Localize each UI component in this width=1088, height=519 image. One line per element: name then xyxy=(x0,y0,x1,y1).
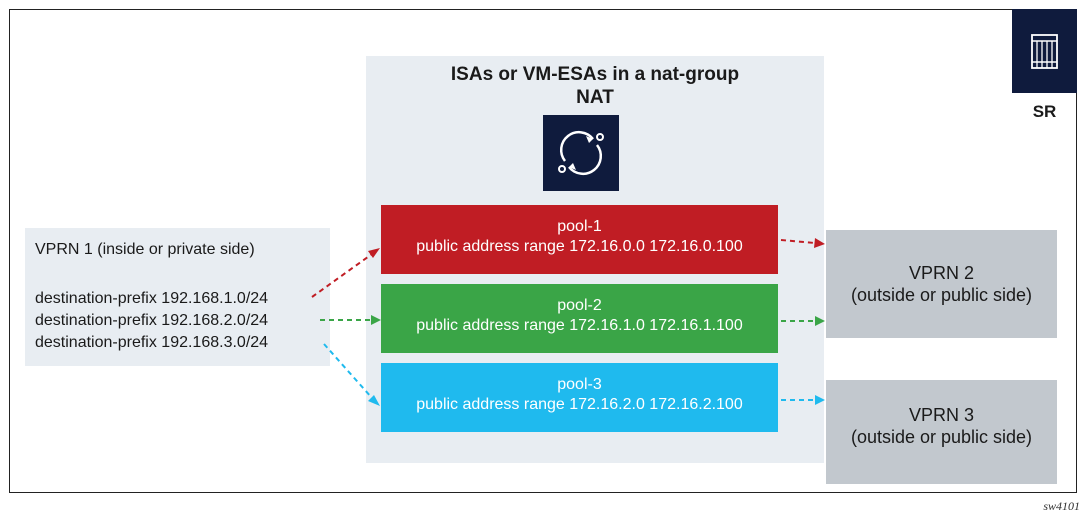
vprn3-subtitle: (outside or public side) xyxy=(850,427,1033,447)
nat-label: NAT xyxy=(576,87,614,108)
destination-prefix-2: destination-prefix 192.168.2.0/24 xyxy=(35,312,269,329)
figure-id: sw4101 xyxy=(1043,499,1080,513)
pool-3-range: public address range 172.16.2.0 172.16.2… xyxy=(416,396,743,413)
pool-2-box: pool-2 public address range 172.16.1.0 1… xyxy=(381,284,778,353)
vprn2-subtitle: (outside or public side) xyxy=(850,285,1033,305)
vprn3-box: VPRN 3 (outside or public side) xyxy=(826,380,1057,484)
nat-group-title: ISAs or VM-ESAs in a nat-group xyxy=(450,64,740,85)
destination-prefix-3: destination-prefix 192.168.3.0/24 xyxy=(35,334,269,351)
router-icon xyxy=(1012,9,1077,93)
pool-1-name: pool-1 xyxy=(557,218,602,235)
pool-3-box: pool-3 public address range 172.16.2.0 1… xyxy=(381,363,778,432)
vprn1-title: VPRN 1 (inside or private side) xyxy=(35,241,255,258)
vprn2-title: VPRN 2 xyxy=(908,263,975,283)
nat-refresh-icon xyxy=(543,115,619,191)
router-label: SR xyxy=(1032,102,1057,121)
pool-3-name: pool-3 xyxy=(557,376,602,393)
pool-2-name: pool-2 xyxy=(557,297,602,314)
destination-prefix-1: destination-prefix 192.168.1.0/24 xyxy=(35,290,269,307)
vprn1-box: VPRN 1 (inside or private side) destinat… xyxy=(25,228,330,366)
pool-1-box: pool-1 public address range 172.16.0.0 1… xyxy=(381,205,778,274)
vprn2-box: VPRN 2 (outside or public side) xyxy=(826,230,1057,338)
pool-2-range: public address range 172.16.1.0 172.16.1… xyxy=(416,317,743,334)
vprn3-title: VPRN 3 xyxy=(908,405,975,425)
pool-1-range: public address range 172.16.0.0 172.16.0… xyxy=(416,238,743,255)
